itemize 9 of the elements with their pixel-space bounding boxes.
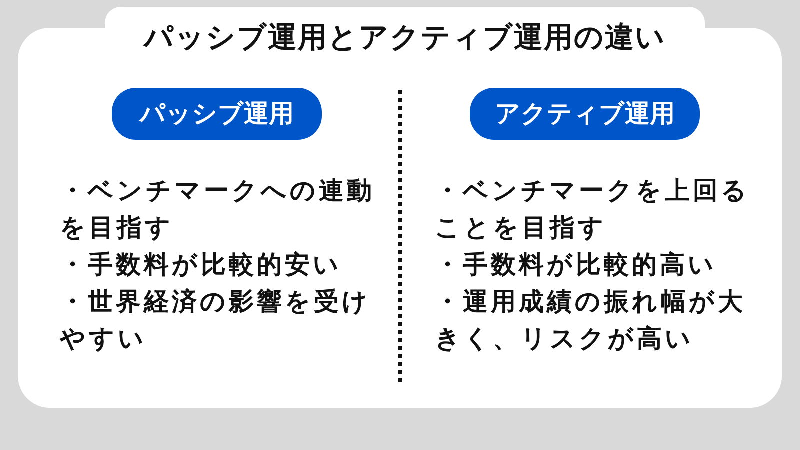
bullet-text: ・運用成績の振れ幅が大きく、リスクが高い (435, 286, 747, 355)
bullet-text: ・手数料が比較的高い (435, 249, 718, 281)
heading-pill: アクティブ運用 (470, 88, 700, 140)
bullet-text: ・ベンチマークへの連動を目指す (60, 175, 375, 244)
title: パッシブ運用とアクティブ運用の違い (142, 19, 667, 56)
bullet-text: ・世界経済の影響を受けやすい (60, 286, 372, 355)
bullet-text: ・ベンチマークを上回ることを目指す (435, 175, 750, 244)
heading-pill: パッシブ運用 (112, 88, 322, 140)
bullet-text: ・手数料が比較的安い (60, 249, 343, 281)
